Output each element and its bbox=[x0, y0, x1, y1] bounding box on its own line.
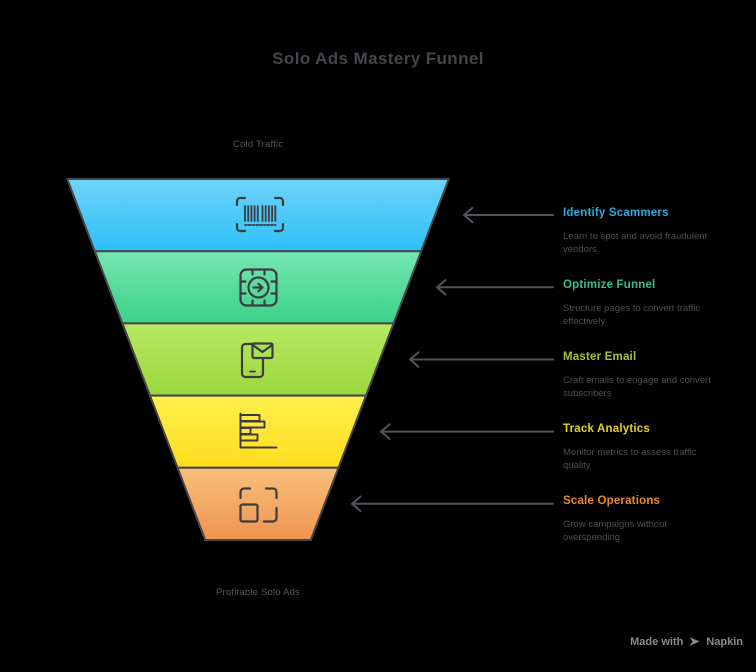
barcode-scan-icon bbox=[235, 196, 285, 233]
arrow-scale-operations bbox=[351, 495, 554, 512]
arrow-optimize-funnel bbox=[436, 279, 554, 296]
stage-label: Scale Operations bbox=[563, 495, 661, 507]
napkin-logo-icon bbox=[688, 635, 701, 648]
funnel-stage-master-email bbox=[121, 322, 395, 397]
funnel-top-label: Cold Traffic bbox=[233, 139, 284, 150]
funnel-bottom-label: Profitable Solo Ads bbox=[216, 587, 301, 598]
stage-label: Track Analytics bbox=[563, 423, 650, 435]
page-title: Solo Ads Mastery Funnel bbox=[272, 49, 484, 68]
funnel-stage-scale-operations bbox=[176, 466, 340, 541]
stage-description: Craft emails to engage and convert subsc… bbox=[563, 375, 711, 399]
stage-description: Learn to spot and avoid fraudulent vendo… bbox=[563, 231, 708, 255]
arrow-track-analytics bbox=[380, 423, 554, 440]
target-arrow-icon bbox=[239, 268, 278, 307]
stage-annotation-optimize-funnel: Optimize Funnel Structure pages to conve… bbox=[563, 279, 723, 328]
stage-annotation-track-analytics: Track Analytics Monitor metrics to asses… bbox=[563, 423, 723, 472]
stage-description: Monitor metrics to assess traffic qualit… bbox=[563, 447, 697, 471]
made-with-napkin-watermark[interactable]: Made with Napkin bbox=[630, 635, 743, 648]
arrow-master-email bbox=[409, 351, 554, 368]
stage-annotation-scale-operations: Scale Operations Grow campaigns without … bbox=[563, 495, 723, 544]
scale-icon bbox=[239, 487, 278, 523]
stage-label: Master Email bbox=[563, 351, 637, 363]
made-with-text: Made with bbox=[630, 635, 684, 648]
napkin-brand-text: Napkin bbox=[706, 635, 743, 648]
arrow-identify-scammers bbox=[463, 206, 554, 224]
funnel-stage-track-analytics bbox=[149, 394, 367, 469]
stage-label: Optimize Funnel bbox=[563, 279, 656, 291]
stage-description: Grow campaigns without overspending bbox=[563, 519, 668, 543]
phone-mail-icon bbox=[240, 342, 274, 379]
stage-label: Identify Scammers bbox=[563, 207, 669, 219]
stage-annotation-identify-scammers: Identify Scammers Learn to spot and avoi… bbox=[563, 207, 723, 256]
stage-annotation-master-email: Master Email Craft emails to engage and … bbox=[563, 351, 723, 400]
bar-chart-icon bbox=[239, 412, 278, 449]
stage-description: Structure pages to convert traffic effec… bbox=[563, 303, 701, 327]
